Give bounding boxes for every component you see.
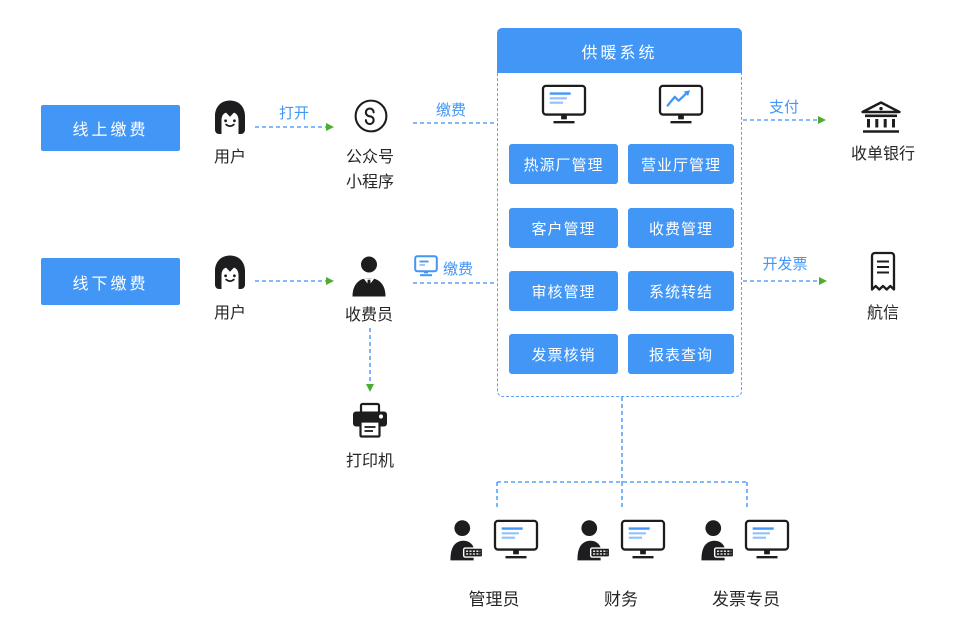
module-audit-management: 审核管理: [509, 271, 618, 311]
person-badge-icon: [700, 517, 736, 563]
role-group-invoice-specialist: [700, 517, 792, 565]
module-system-carryover: 系统转结: [628, 271, 734, 311]
receipt-icon: [866, 251, 900, 293]
system-title: 供暖系统: [497, 28, 742, 73]
miniprogram-icon: [352, 97, 390, 135]
pos-monitor-icon: [414, 255, 438, 277]
invoice-provider-label: 航信: [866, 305, 900, 322]
miniprogram-label-line1: 公众号: [345, 149, 395, 166]
arrow-invoice-label: 开发票: [762, 256, 808, 273]
monitor-report-icon: [620, 519, 666, 561]
role-group-finance: [576, 517, 668, 565]
bank-label: 收单银行: [850, 146, 916, 163]
green-arrowheads: [326, 116, 827, 392]
user-avatar-icon: [211, 99, 249, 139]
arrow-pay-offline-label: 缴费: [443, 261, 474, 278]
user-avatar-icon: [211, 254, 249, 294]
monitor-report-icon: [493, 519, 539, 561]
module-invoice-writeoff: 发票核销: [509, 334, 618, 374]
user-offline-label: 用户: [213, 305, 247, 322]
arrow-open-label: 打开: [278, 105, 310, 122]
module-heat-source-management: 热源厂管理: [509, 144, 618, 184]
role-finance-label: 财务: [604, 590, 638, 609]
heating-system-box: 供暖系统 热源厂管理 营业厅管理 客户管理 收费管理 审核管理 系统转结 发票核…: [497, 28, 742, 397]
module-customer-management: 客户管理: [509, 208, 618, 248]
arrow-pay-online-label: 缴费: [435, 102, 467, 119]
printer-icon: [350, 402, 390, 442]
monitor-report-icon: [744, 519, 790, 561]
monitor-report-icon: [541, 84, 587, 126]
miniprogram-label-line2: 小程序: [345, 174, 395, 191]
lane-online-payment: 线上缴费: [41, 105, 180, 151]
monitor-chart-icon: [658, 84, 704, 126]
person-badge-icon: [449, 517, 485, 563]
lane-offline-payment: 线下缴费: [41, 258, 180, 305]
arrow-payment-label: 支付: [768, 99, 800, 116]
person-badge-icon: [576, 517, 612, 563]
module-report-query: 报表查询: [628, 334, 734, 374]
role-invoice-specialist-label: 发票专员: [712, 590, 780, 609]
cashier-label: 收费员: [344, 307, 394, 324]
cashier-icon: [349, 255, 389, 297]
printer-label: 打印机: [345, 453, 395, 470]
module-fee-management: 收费管理: [628, 208, 734, 248]
role-admin-label: 管理员: [468, 590, 520, 609]
role-group-admin: [449, 517, 541, 565]
module-business-hall-management: 营业厅管理: [628, 144, 734, 184]
user-online-label: 用户: [213, 149, 247, 166]
bank-icon: [858, 100, 904, 140]
